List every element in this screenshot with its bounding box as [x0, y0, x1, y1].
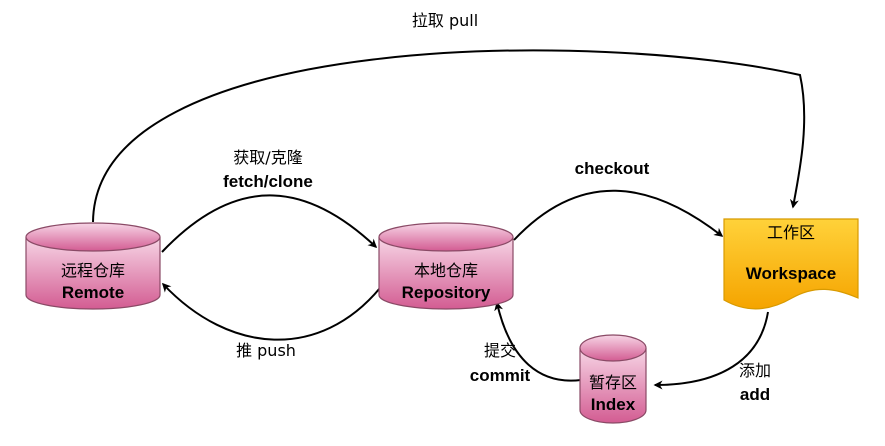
checkout-arrow — [513, 189, 724, 241]
workspace-label-en: Workspace — [746, 264, 836, 283]
repository-cylinder-body — [378, 237, 514, 310]
push-arrow — [161, 282, 381, 341]
index-node: 暂存区 Index — [579, 334, 647, 424]
remote-label-zh: 远程仓库 — [61, 261, 125, 280]
remote-label-en: Remote — [62, 283, 124, 302]
add-label-zh: 添加 — [739, 361, 771, 380]
commit-label-en: commit — [470, 366, 531, 385]
repository-node: 本地仓库 Repository — [378, 222, 514, 310]
index-cylinder-body — [579, 348, 647, 424]
repository-label-zh: 本地仓库 — [414, 261, 478, 280]
index-label-zh: 暂存区 — [589, 373, 637, 392]
repository-cylinder-top — [378, 222, 514, 252]
workspace-document-shape — [723, 218, 859, 310]
add-arrow — [653, 311, 769, 390]
add-label-en: add — [740, 385, 770, 404]
pull-arrow — [92, 49, 806, 223]
pull-label: 拉取 pull — [412, 11, 478, 30]
commit-arrow — [494, 301, 582, 382]
push-label: 推 push — [236, 341, 296, 360]
commit-label-zh: 提交 — [484, 341, 516, 360]
fetch-clone-label-zh: 获取/克隆 — [233, 148, 302, 167]
fetch-clone-arrow — [161, 194, 378, 253]
checkout-label: checkout — [575, 159, 650, 178]
fetch-clone-label-en: fetch/clone — [223, 172, 313, 191]
index-label-en: Index — [591, 395, 636, 414]
remote-cylinder-top — [25, 222, 161, 252]
repository-label-en: Repository — [402, 283, 491, 302]
remote-cylinder-body — [25, 237, 161, 310]
workspace-node: 工作区 Workspace — [723, 218, 859, 310]
index-cylinder-top — [579, 334, 647, 362]
remote-node: 远程仓库 Remote — [25, 222, 161, 310]
workspace-label-zh: 工作区 — [767, 223, 815, 242]
